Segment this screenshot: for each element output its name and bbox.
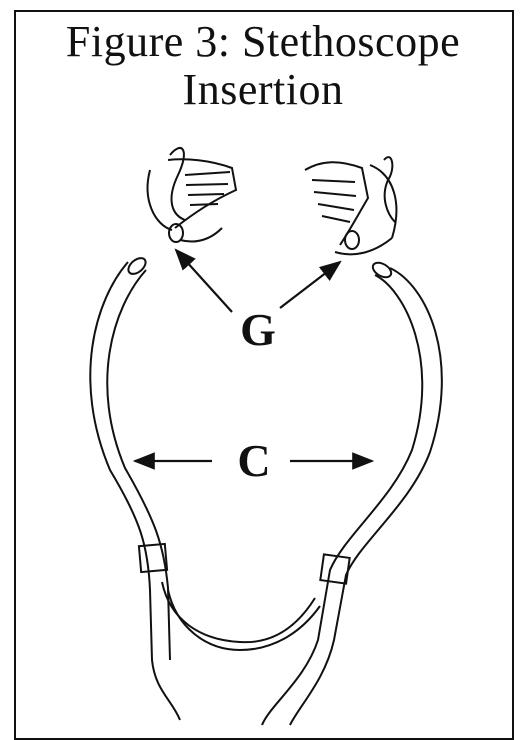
bridge-tubing	[162, 582, 320, 650]
left-earpiece	[148, 148, 236, 242]
g-arrows	[176, 250, 340, 312]
left-tube	[90, 255, 180, 720]
g-arrow-right	[280, 262, 340, 308]
right-earpiece	[305, 157, 396, 254]
g-arrow-left	[176, 250, 232, 312]
right-tube	[262, 260, 442, 725]
label-c: C	[237, 435, 270, 486]
label-g: G	[240, 304, 276, 355]
